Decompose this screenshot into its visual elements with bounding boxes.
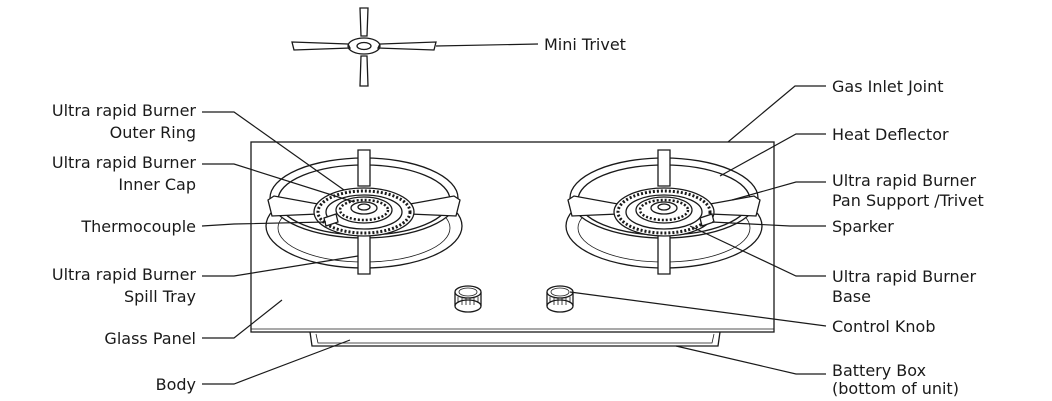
right-burner-drawing (565, 149, 763, 275)
leader-inner-cap (202, 163, 355, 203)
leader-thermocouple (201, 221, 327, 227)
label-glass-panel: Glass Panel (104, 329, 196, 348)
label-outer-ring-line2: Outer Ring (110, 123, 196, 142)
leader-battery-box (675, 345, 826, 375)
leader-body (202, 339, 351, 385)
label-pan-support-line1: Ultra rapid Burner (832, 171, 977, 190)
hob-body-drawing (309, 331, 721, 347)
glass-panel-drawing (250, 141, 775, 333)
leader-gas-inlet-joint (727, 85, 826, 143)
label-mini-trivet: Mini Trivet (544, 35, 626, 54)
leader-pan-support (731, 181, 826, 201)
leader-lines (201, 43, 827, 385)
leader-glass-panel (202, 299, 283, 339)
leader-mini-trivet (435, 43, 539, 47)
left-control-knob-drawing (454, 285, 482, 313)
mini-trivet-drawing (291, 7, 437, 87)
leader-burner-base (689, 225, 826, 277)
label-burner-base-line1: Ultra rapid Burner (832, 267, 977, 286)
leader-heat-deflector (719, 133, 826, 177)
right-control-knob-drawing (546, 285, 574, 313)
label-battery-box-line1: Battery Box (832, 361, 926, 380)
leader-control-knob (569, 291, 827, 327)
label-gas-inlet-joint: Gas Inlet Joint (832, 77, 944, 96)
label-spill-tray-line1: Ultra rapid Burner (52, 265, 197, 284)
leader-sparker (711, 221, 826, 227)
label-inner-cap-line2: Inner Cap (118, 175, 196, 194)
leader-outer-ring (202, 111, 345, 191)
label-battery-box-line2: (bottom of unit) (832, 379, 959, 398)
label-control-knob: Control Knob (832, 317, 936, 336)
left-burner-drawing (265, 149, 463, 275)
label-burner-base-line2: Base (832, 287, 871, 306)
label-spill-tray-line2: Spill Tray (124, 287, 196, 306)
leader-spill-tray (202, 255, 359, 277)
label-heat-deflector: Heat Deflector (832, 125, 949, 144)
label-inner-cap-line1: Ultra rapid Burner (52, 153, 197, 172)
label-thermocouple: Thermocouple (80, 217, 196, 236)
label-sparker: Sparker (832, 217, 894, 236)
label-body: Body (156, 375, 196, 394)
label-pan-support-line2: Pan Support /Trivet (832, 191, 984, 210)
label-outer-ring-line1: Ultra rapid Burner (52, 101, 197, 120)
